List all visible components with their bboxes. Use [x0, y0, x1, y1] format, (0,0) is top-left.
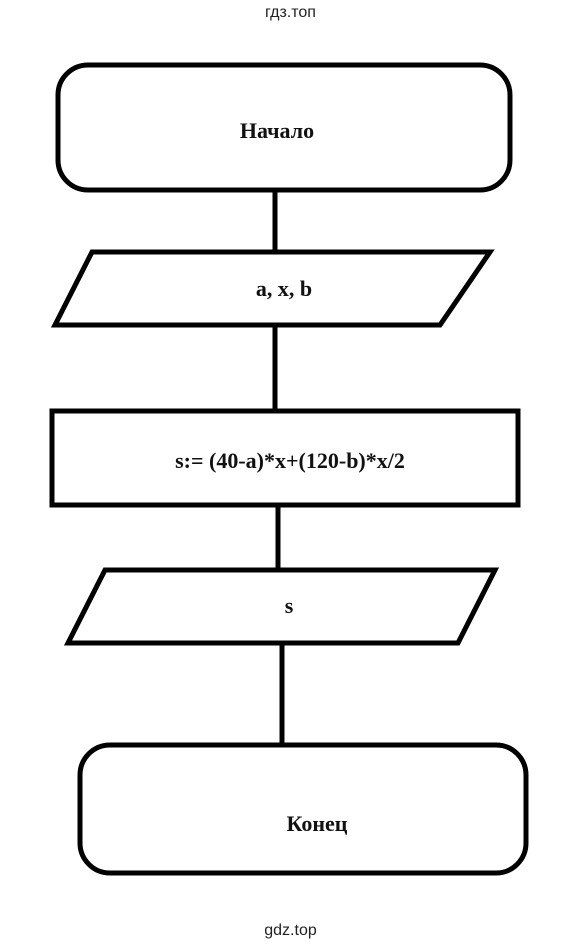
input-label: a, x, b [256, 276, 312, 301]
start-node: Начало [55, 62, 513, 193]
end-node: Конец [77, 742, 529, 876]
output-node: s [63, 567, 500, 646]
process-node: s:= (40-a)*x+(120-b)*x/2 [49, 408, 521, 508]
watermark-bottom: gdz.top [264, 922, 317, 939]
watermark-top: гдз.топ [265, 4, 316, 21]
process-label: s:= (40-a)*x+(120-b)*x/2 [175, 448, 405, 473]
end-label: Конец [287, 811, 348, 836]
output-label: s [285, 593, 294, 618]
output-shape [63, 567, 500, 646]
input-node: a, x, b [50, 249, 495, 328]
input-shape [50, 249, 495, 328]
start-label: Начало [240, 118, 314, 143]
end-shape [77, 742, 529, 876]
process-shape [49, 408, 521, 508]
start-shape [55, 62, 513, 193]
